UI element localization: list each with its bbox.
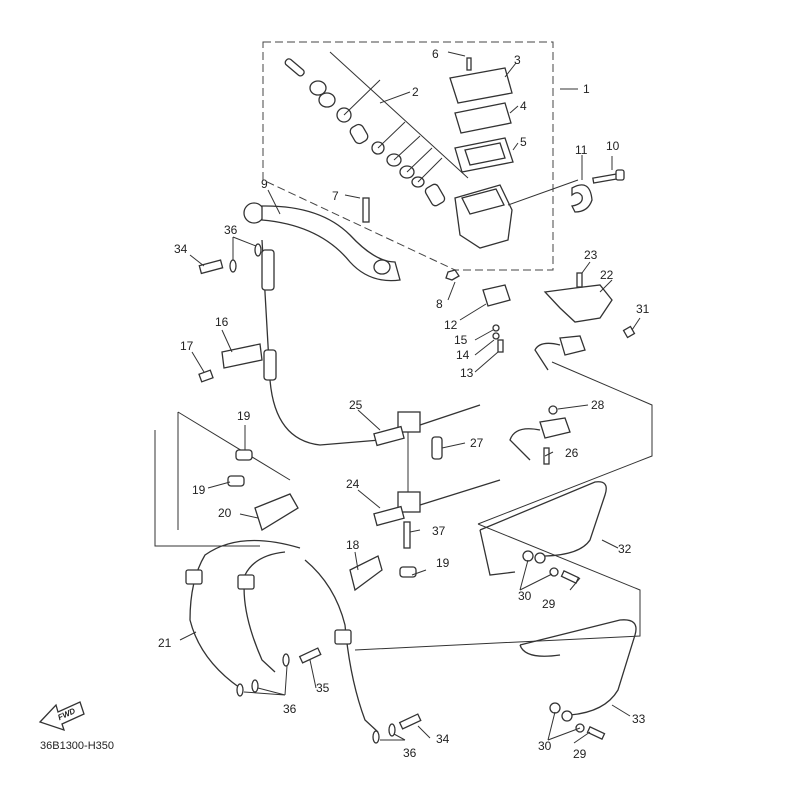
callout-5: 5	[520, 135, 527, 149]
switch-clip	[492, 332, 500, 340]
callout-11: 11	[575, 143, 588, 157]
caliper-hose-left	[185, 539, 301, 689]
union-bolt-upper	[198, 259, 224, 275]
guide-bolt	[198, 369, 214, 383]
callout-18: 18	[346, 538, 360, 552]
callout-25: 25	[349, 398, 363, 412]
brake-hose-joint-25	[373, 404, 481, 447]
callout-30-upper: 30	[518, 589, 532, 603]
callout-14: 14	[456, 348, 470, 362]
callout-6: 6	[432, 47, 439, 61]
callout-12: 12	[444, 318, 458, 332]
callout-15: 15	[454, 333, 468, 347]
callout-30-lower: 30	[538, 739, 552, 753]
brake-hose-33	[519, 619, 637, 740]
upper-brake-joint	[534, 335, 586, 371]
callout-10: 10	[606, 139, 620, 153]
handlebar-clamp	[571, 184, 593, 213]
callout-35: 35	[316, 681, 330, 695]
callout-29-lower: 29	[573, 747, 587, 761]
piston-kit	[284, 51, 469, 207]
callout-13: 13	[460, 366, 474, 380]
callout-17: 17	[180, 339, 194, 353]
copper-washer	[388, 723, 396, 737]
callout-37: 37	[432, 524, 446, 538]
callout-29-upper: 29	[542, 597, 556, 611]
clamp-bolt	[592, 169, 625, 184]
copper-washer	[254, 243, 262, 257]
brake-lever	[243, 202, 401, 282]
copper-washer	[251, 679, 259, 693]
joint-bolt	[403, 521, 411, 549]
callout-labels: 1 2 3 4 5 6 7 8 9 10 11 12 13 14 15 16 1…	[158, 47, 650, 761]
callout-16: 16	[215, 315, 229, 329]
hose-clip	[399, 566, 417, 578]
copper-washer	[236, 683, 244, 697]
switch-screw	[497, 339, 504, 353]
callout-33: 33	[632, 712, 646, 726]
callout-19-mid: 19	[192, 483, 206, 497]
lever-pivot-bolt	[362, 197, 370, 223]
callout-32: 32	[618, 542, 632, 556]
union-bolt-35	[298, 647, 322, 664]
callout-9: 9	[261, 177, 268, 191]
callout-3: 3	[514, 53, 521, 67]
copper-washer	[282, 653, 290, 667]
callout-19-top: 19	[237, 409, 251, 423]
reservoir-cap	[449, 57, 513, 104]
callout-22: 22	[600, 268, 614, 282]
callout-7: 7	[332, 189, 339, 203]
callout-4: 4	[520, 99, 527, 113]
lower-brake-joint	[509, 405, 571, 465]
master-cylinder-hose	[261, 239, 381, 446]
callout-leaders	[179, 51, 641, 744]
hose-guide	[221, 343, 263, 369]
brake-hose-joint-24	[373, 479, 501, 527]
callout-34-upper: 34	[174, 242, 188, 256]
master-cylinder-body	[454, 179, 579, 249]
callout-2: 2	[412, 85, 419, 99]
callout-27: 27	[470, 436, 484, 450]
callout-36-left: 36	[283, 702, 297, 716]
callout-20: 20	[218, 506, 232, 520]
caliper-hose-middle	[237, 551, 286, 673]
drawing-code: 36B1300-H350	[40, 740, 114, 752]
bracket-bolt	[576, 272, 583, 288]
callout-24: 24	[346, 477, 360, 491]
callout-36-upper: 36	[224, 223, 238, 237]
callout-23: 23	[584, 248, 598, 262]
union-bolt-34	[398, 713, 422, 730]
callout-1: 1	[583, 82, 590, 96]
callout-36-right: 36	[403, 746, 417, 760]
lever-nut	[445, 269, 460, 281]
diaphragm-plate	[454, 102, 512, 134]
callout-31: 31	[636, 302, 650, 316]
callout-8: 8	[436, 297, 443, 311]
hose-bracket-20	[254, 493, 299, 531]
assembly-guide-lines	[154, 361, 653, 651]
caliper-hose-right	[304, 559, 379, 733]
copper-washer	[229, 259, 237, 273]
callout-34-lower: 34	[436, 732, 450, 746]
forward-direction-marker: FWD	[38, 701, 85, 732]
hose-bracket-18	[349, 555, 383, 592]
copper-washer	[372, 730, 380, 744]
hose-clip	[235, 449, 253, 461]
hose-clip	[227, 475, 245, 487]
callout-28: 28	[591, 398, 605, 412]
brake-switch	[482, 284, 511, 307]
diaphragm	[454, 137, 514, 173]
callout-21: 21	[158, 636, 172, 650]
hose-clamp-27	[431, 436, 443, 460]
master-cylinder-kit-boundary	[262, 41, 554, 271]
callout-19-low: 19	[436, 556, 450, 570]
callout-26: 26	[565, 446, 579, 460]
switch-washer	[492, 324, 500, 332]
